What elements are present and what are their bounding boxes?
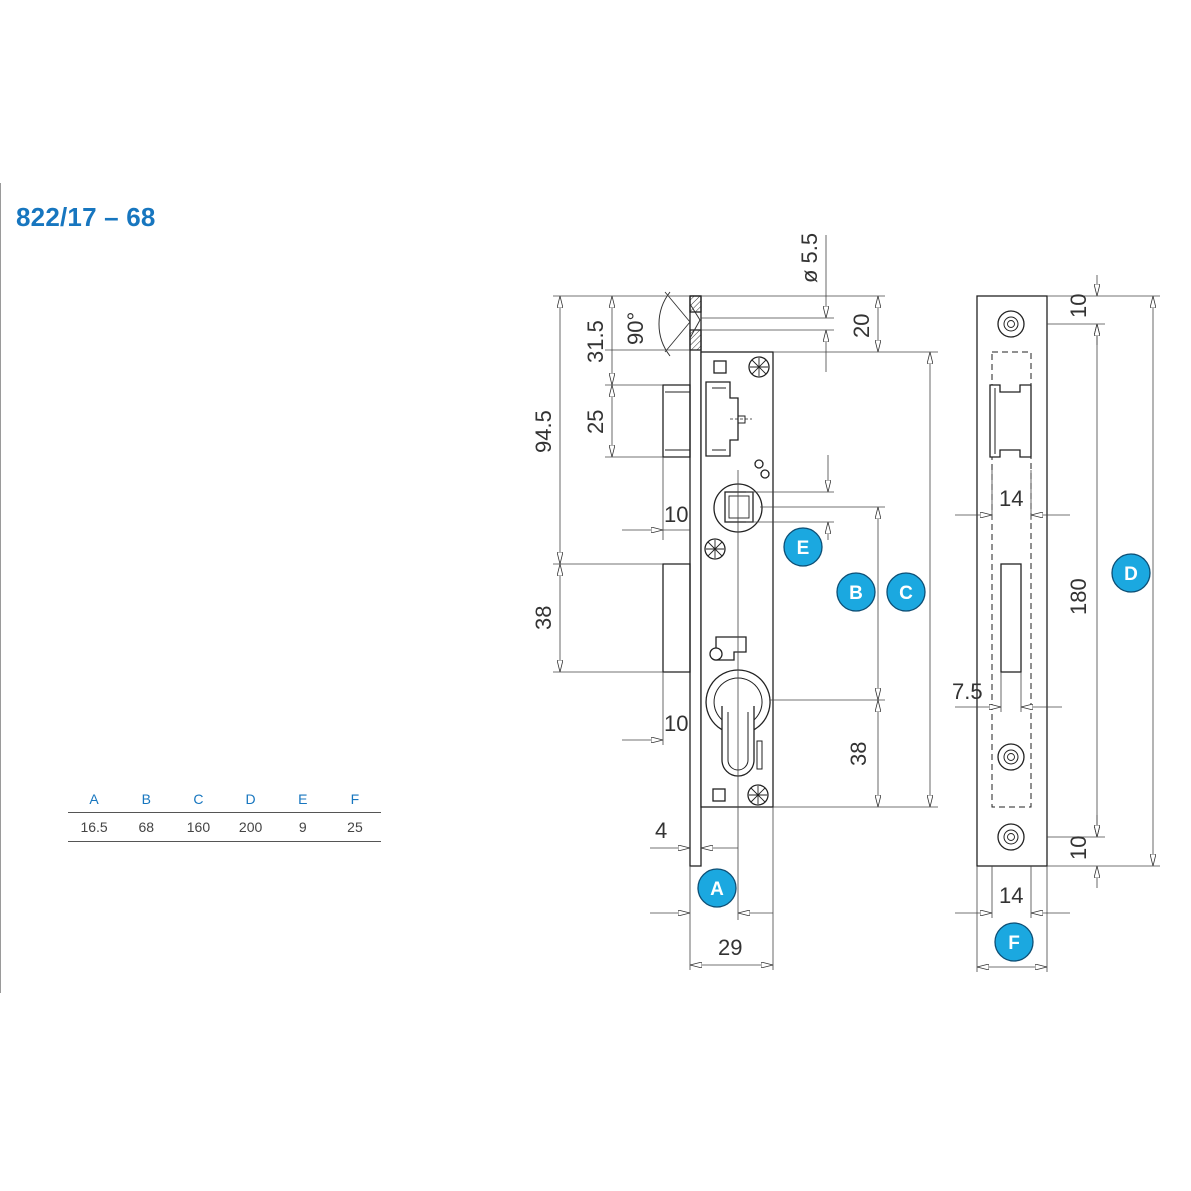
marker-a: A [697, 868, 737, 908]
strike-hole-middle-outer [997, 743, 1025, 771]
dim-10-strike-bottom: 10 [1066, 836, 1091, 860]
deadbolt [662, 563, 691, 673]
value-c: 160 [186, 819, 211, 835]
marker-e: E [783, 527, 823, 567]
header-c: C [193, 791, 204, 807]
svg-text:E: E [797, 538, 810, 559]
dim-90-degree: 90° [623, 312, 648, 345]
dim-94-5: 94.5 [531, 410, 556, 453]
dim-14-lower: 14 [999, 883, 1023, 908]
dim-25: 25 [583, 410, 608, 434]
marker-f: F [994, 922, 1034, 962]
svg-text:F: F [1008, 933, 1020, 954]
dim-38-center: 38 [846, 742, 871, 766]
dimension-lines-strike [955, 275, 1160, 972]
header-a: A [89, 791, 99, 807]
faceplate [689, 295, 702, 867]
dim-10-upper: 10 [664, 502, 688, 527]
value-f: 25 [347, 819, 363, 835]
svg-text:C: C [899, 583, 913, 604]
case-square-bottom [712, 788, 726, 802]
follower-square [724, 491, 754, 523]
value-b: 68 [138, 819, 155, 835]
dimension-labels: ø 5.5 20 31.5 90° 94.5 25 10 38 10 38 4 … [531, 233, 1091, 960]
dim-hole-diameter: ø 5.5 [797, 233, 822, 283]
dim-4: 4 [655, 818, 667, 843]
product-title: 822/17 – 68 [16, 202, 156, 232]
strike-hole-top-outer [997, 310, 1025, 338]
marker-c: C [886, 572, 926, 612]
left-border-rule [0, 183, 1, 993]
screw-top [748, 356, 770, 378]
strike-hole-bottom-outer [997, 823, 1025, 851]
value-a: 16.5 [80, 819, 108, 835]
marker-b: B [836, 572, 876, 612]
latch-mechanism [705, 381, 739, 457]
value-e: 9 [298, 819, 307, 835]
svg-text:B: B [849, 583, 863, 604]
header-e: E [298, 791, 308, 807]
dim-10-lower: 10 [664, 711, 688, 736]
dim-14-upper: 14 [999, 486, 1023, 511]
screw-middle [704, 538, 726, 560]
faceplate-hatch-top [689, 295, 702, 313]
header-d: D [245, 791, 256, 807]
dim-38-left: 38 [531, 606, 556, 630]
faceplate-hatch-bottom [689, 329, 702, 351]
value-d: 200 [238, 819, 263, 835]
header-b: B [141, 791, 151, 807]
screw-bottom [747, 784, 769, 806]
dim-29: 29 [718, 935, 742, 960]
dimension-markers: A E B C D F [697, 527, 1151, 962]
svg-text:A: A [710, 879, 724, 900]
dim-20: 20 [849, 314, 874, 338]
header-f: F [350, 791, 360, 807]
marker-d: D [1111, 553, 1151, 593]
dimension-table: A B C D E F 16.5 68 160 200 9 25 [68, 786, 381, 842]
dimension-table-values: 16.5 68 160 200 9 25 [68, 812, 381, 842]
case-square-top [713, 360, 727, 374]
latch-bolt [662, 384, 691, 458]
dim-31-5: 31.5 [583, 320, 608, 363]
strike-hidden-outline [991, 351, 1032, 808]
dim-7-5: 7.5 [952, 679, 983, 704]
svg-text:D: D [1124, 564, 1138, 585]
strike-bolt-opening [1000, 563, 1022, 673]
dim-10-strike-top: 10 [1066, 294, 1091, 318]
dimension-lines-lock [553, 235, 938, 970]
lock-body [662, 295, 774, 867]
strike-plate [976, 295, 1048, 867]
dim-180: 180 [1066, 578, 1091, 615]
dimension-table-header: A B C D E F [68, 786, 381, 812]
strike-latch-opening [989, 384, 1032, 458]
